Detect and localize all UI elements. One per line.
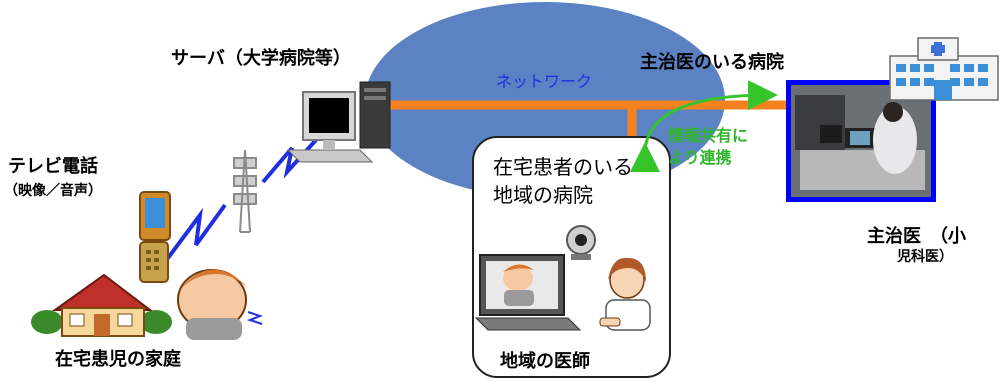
laptop-icon bbox=[474, 254, 582, 331]
cellphone-icon bbox=[139, 191, 171, 283]
patient-home-label: 在宅患児の家庭 bbox=[55, 349, 181, 370]
hospital-building-icon bbox=[889, 37, 999, 101]
house-icon bbox=[31, 273, 172, 337]
videophone-label-line1: テレビ電話 bbox=[8, 156, 98, 177]
server-computer-icon bbox=[286, 81, 391, 163]
attending-hospital-label: 主治医のいる病院 bbox=[640, 52, 784, 73]
antenna-tower-icon bbox=[233, 149, 257, 233]
local-hospital-label-line2: 地域の病院 bbox=[493, 183, 593, 207]
info-share-label-line1: 情報共有に bbox=[668, 126, 749, 145]
videophone-label-line2: （映像／音声） bbox=[4, 183, 102, 199]
local-hospital-label-line1: 在宅患者のいる bbox=[493, 155, 633, 179]
webcam-icon bbox=[566, 225, 596, 260]
sick-child-icon bbox=[177, 269, 263, 340]
attending-doctor-label-line2: 児科医） bbox=[897, 249, 953, 265]
network-label: ネットワーク bbox=[496, 72, 593, 91]
info-share-label-line2: より連携 bbox=[668, 148, 732, 167]
info-share-arrow bbox=[629, 80, 778, 173]
server-label: サーバ（大学病院等） bbox=[171, 48, 351, 69]
attending-doctor-label-line1: 主治医 （小 bbox=[867, 226, 966, 247]
local-doctor-label: 地域の医師 bbox=[500, 351, 590, 372]
local-doctor-icon bbox=[599, 257, 651, 331]
